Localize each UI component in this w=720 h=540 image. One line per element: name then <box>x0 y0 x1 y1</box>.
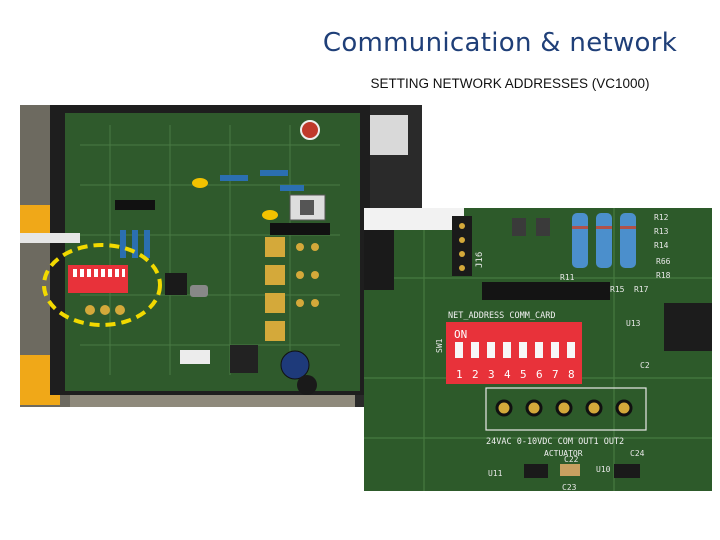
closeup-photo: J16 R12 R13 R14 R11 R15 R17 R66 R18 NET_… <box>364 208 712 491</box>
svg-text:U10: U10 <box>596 465 611 474</box>
actuator-label: ACTUATOR <box>544 449 583 458</box>
resistor-refs: R12 R13 R14 R11 R15 R17 R66 R18 <box>560 213 671 294</box>
slide-title: Communication & network <box>322 28 678 58</box>
chip-refs: U11 U13 U10 C22 C23 C24 C2 <box>488 319 650 491</box>
dip-switch <box>446 322 582 384</box>
slide-subtitle: SETTING NETWORK ADDRESSES (VC1000) <box>370 76 650 91</box>
svg-text:8: 8 <box>568 368 575 381</box>
terminal-label: 24VAC 0-10VDC COM OUT1 OUT2 <box>486 437 624 447</box>
svg-text:R14: R14 <box>654 241 669 250</box>
dip-numbers: 1 2 3 4 5 6 7 8 <box>456 368 575 381</box>
svg-text:R15: R15 <box>610 285 625 294</box>
svg-text:C22: C22 <box>564 455 579 464</box>
svg-text:R13: R13 <box>654 227 669 236</box>
board-photo <box>20 105 422 407</box>
svg-text:R11: R11 <box>560 273 575 282</box>
board-photo-image <box>20 105 422 407</box>
svg-text:U11: U11 <box>488 469 503 478</box>
svg-text:2: 2 <box>472 368 479 381</box>
svg-text:5: 5 <box>520 368 527 381</box>
svg-text:R66: R66 <box>656 257 671 266</box>
svg-text:R17: R17 <box>634 285 649 294</box>
svg-text:C23: C23 <box>562 483 577 491</box>
highlight-circle <box>42 243 162 327</box>
svg-text:3: 3 <box>488 368 495 381</box>
svg-text:U13: U13 <box>626 319 641 328</box>
closeup-photo-image: J16 R12 R13 R14 R11 R15 R17 R66 R18 NET_… <box>364 208 712 491</box>
svg-text:1: 1 <box>456 368 463 381</box>
svg-text:R12: R12 <box>654 213 669 222</box>
svg-text:C24: C24 <box>630 449 645 458</box>
svg-text:7: 7 <box>552 368 559 381</box>
connector-ref: J16 <box>475 252 485 268</box>
net-address-header <box>482 282 610 300</box>
svg-text:C2: C2 <box>640 361 650 370</box>
switch-ref: SW1 <box>435 338 444 353</box>
svg-text:4: 4 <box>504 368 511 381</box>
svg-text:R18: R18 <box>656 271 671 280</box>
dip-on-label: ON <box>454 328 467 341</box>
svg-text:6: 6 <box>536 368 543 381</box>
header-label: NET_ADDRESS COMM_CARD <box>448 311 555 321</box>
